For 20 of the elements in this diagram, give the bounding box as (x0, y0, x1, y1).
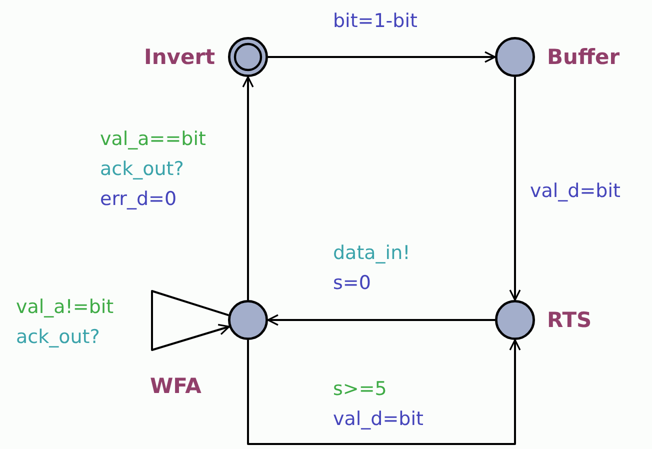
edge-label: val_a!=bit ack_out? (16, 295, 114, 350)
location-circle (495, 300, 535, 340)
transition-arrow (242, 76, 254, 300)
edge-label: val_d=bit (530, 179, 620, 204)
transition-arrow (509, 77, 521, 301)
edge-label: val_a==bit ack_out? err_d=0 (100, 127, 206, 212)
location-circle (495, 37, 535, 77)
transition-arrow (247, 339, 521, 445)
initial-location-circle (228, 37, 268, 77)
transition-arrow (268, 51, 496, 63)
edge-label: data_in! s=0 (333, 241, 410, 296)
location-name: WFA (150, 373, 202, 400)
transition-arrow (151, 290, 230, 351)
location-circle (228, 300, 268, 340)
location-name: Buffer (547, 44, 620, 71)
edge-label: bit=1-bit (333, 9, 418, 34)
transition-arrow (267, 314, 495, 326)
location-name: RTS (547, 307, 592, 334)
edge-label: s>=5 val_d=bit (333, 377, 424, 432)
location-name: Invert (144, 44, 216, 71)
